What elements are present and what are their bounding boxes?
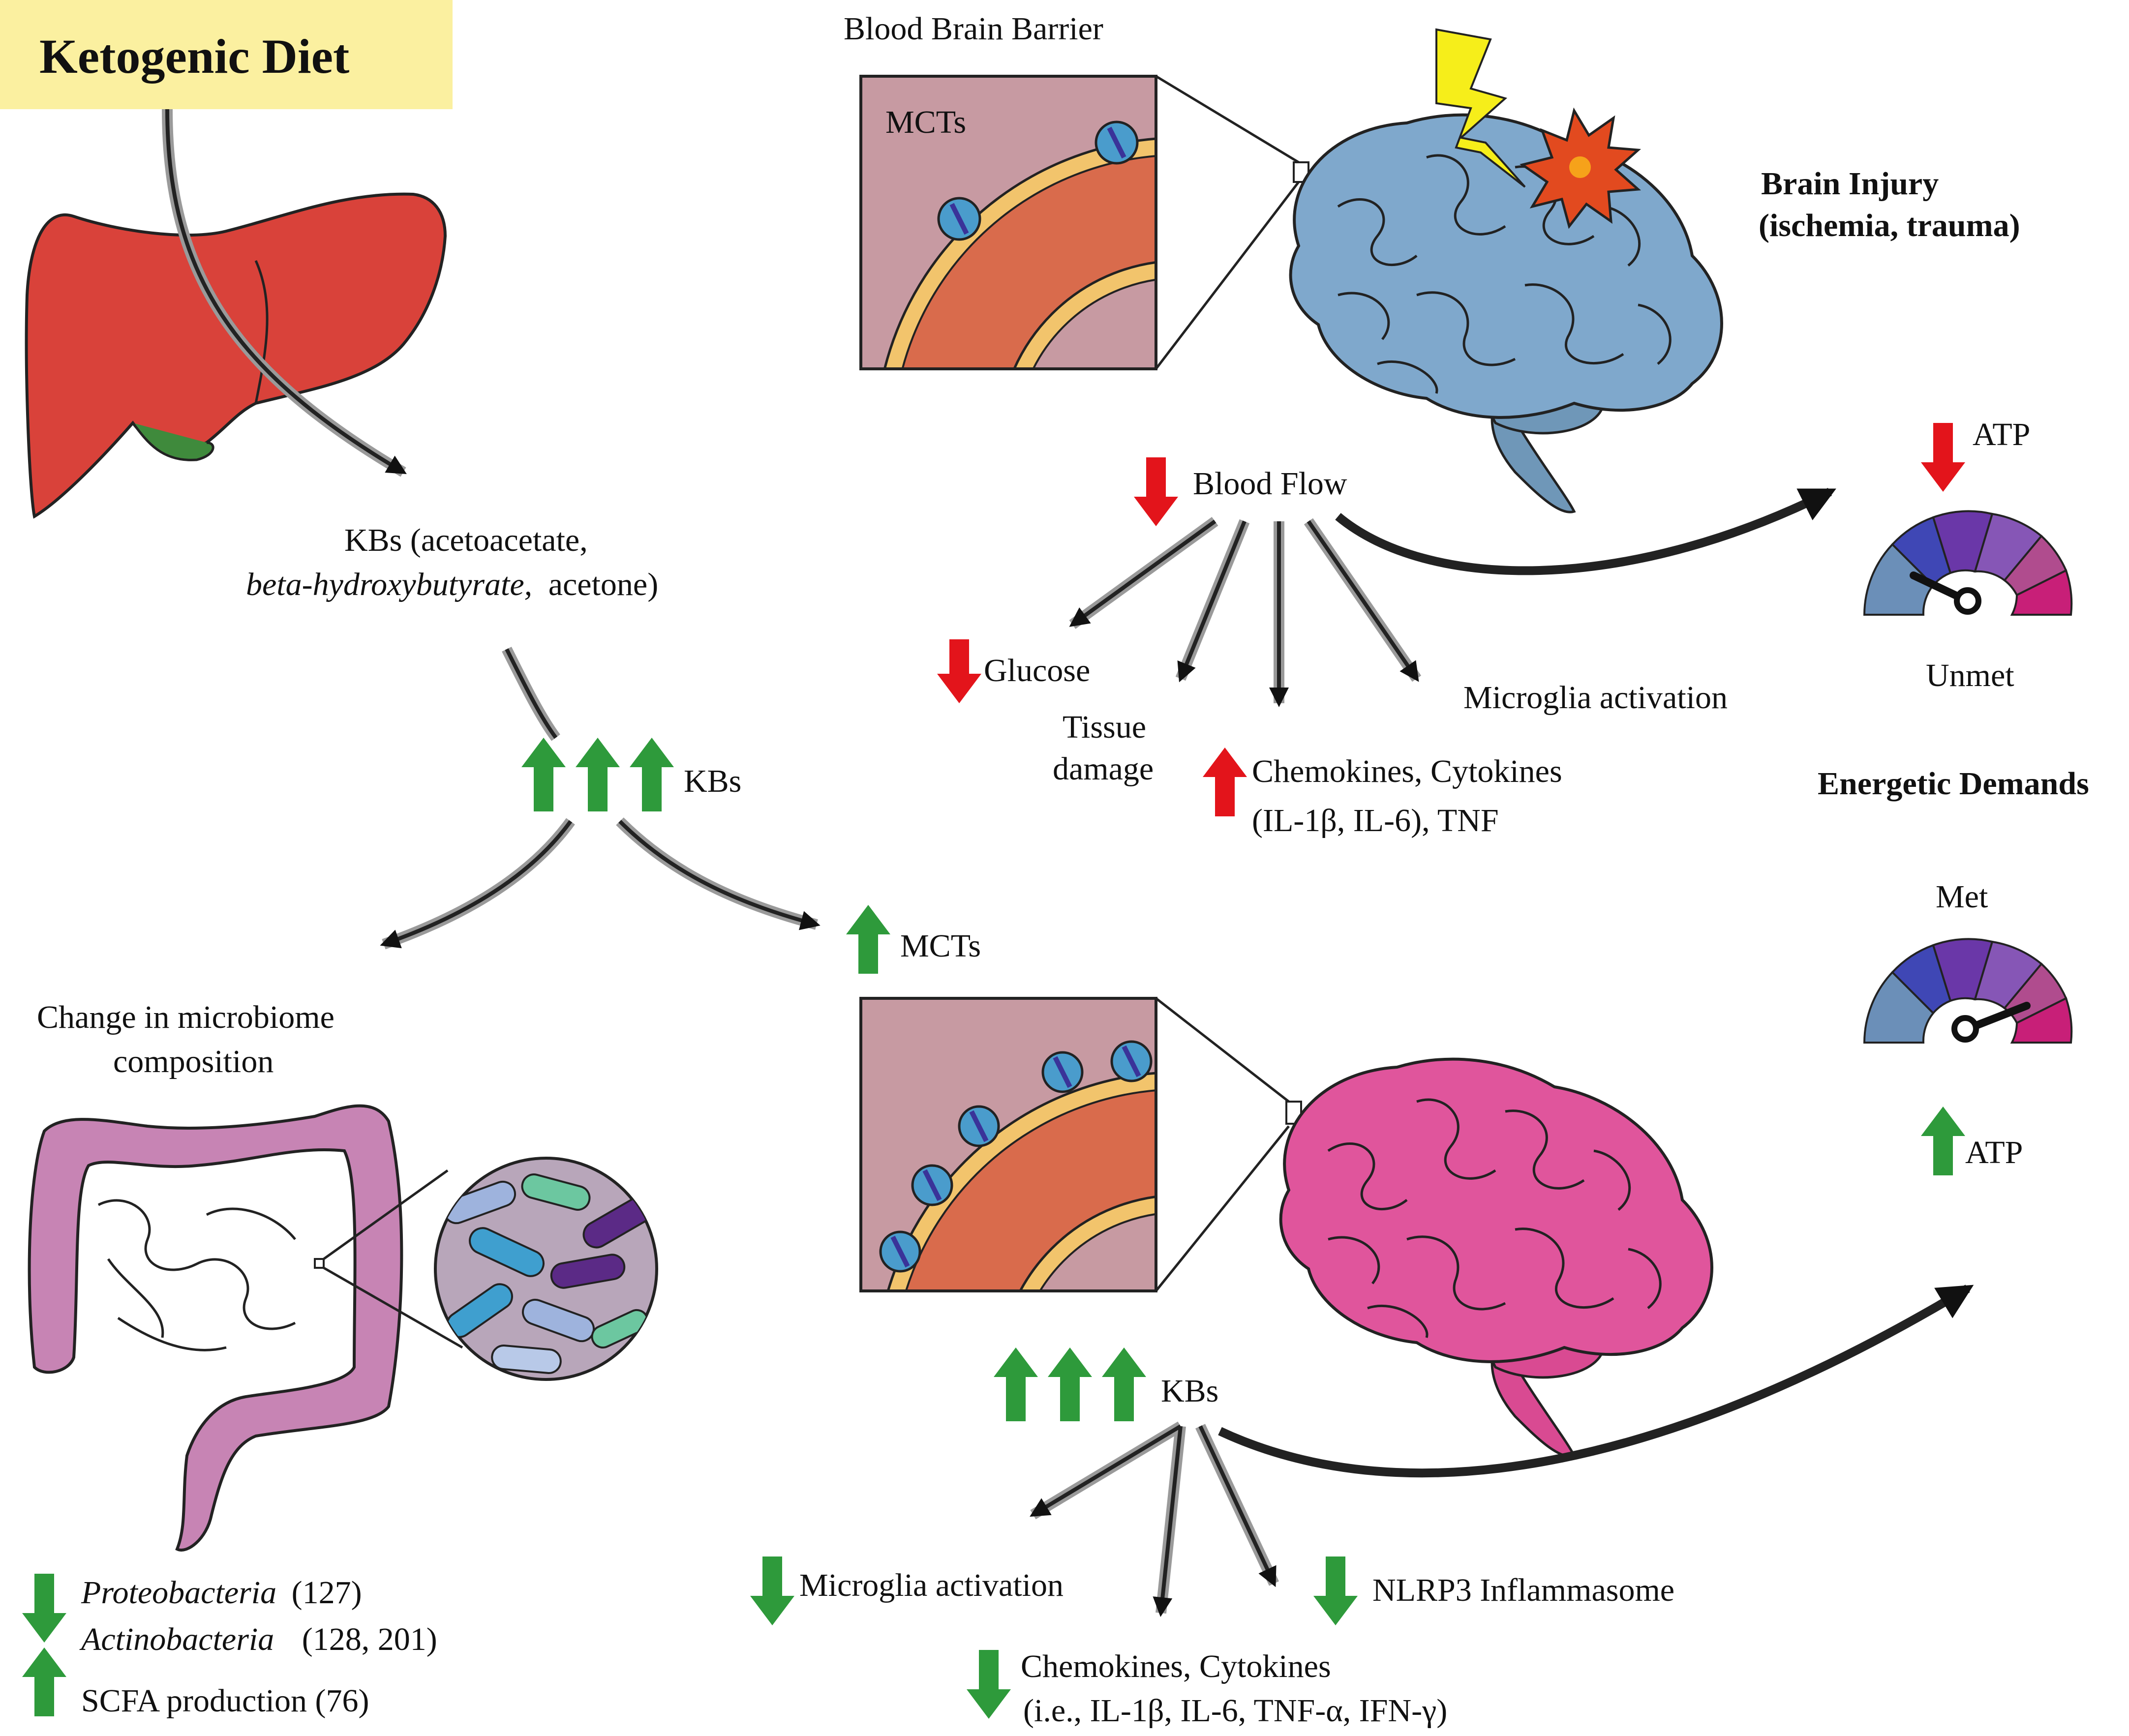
- tissue-damage-label-1: Tissue: [1063, 709, 1146, 745]
- title-background: [0, 0, 453, 109]
- gauge-icon-unmet: [1863, 510, 2073, 616]
- chemokines-bottom-1: Chemokines, Cytokines: [1021, 1648, 1331, 1684]
- to-atp-met-arrow: [1218, 1285, 1974, 1478]
- chemokines-up-arrow: [1203, 748, 1247, 816]
- kbs-bhb: beta-hydroxybutyrate,: [246, 567, 532, 602]
- atp-top-label: ATP: [1973, 417, 2030, 452]
- bacteria-icon: [434, 1157, 658, 1381]
- to-microglia-arrow: [1307, 520, 1419, 682]
- to-chemokines-bottom-arrow: [1153, 1426, 1183, 1617]
- to-mcts-arrow: [618, 820, 821, 930]
- intestine-zoom-box: [314, 1258, 325, 1269]
- microglia-bottom-down-arrow: [750, 1556, 794, 1625]
- vessel-icon-bottom: [859, 997, 1157, 1292]
- chemokines-bottom-down-arrow: [967, 1650, 1011, 1719]
- brain-injured-icon: [1289, 113, 1723, 513]
- actino-name: Actinobacteria: [79, 1621, 274, 1657]
- microbiome-title-2: composition: [113, 1044, 274, 1079]
- liver-icon: [25, 192, 447, 519]
- bbb-title: Blood Brain Barrier: [844, 11, 1103, 47]
- to-microglia-bottom-arrow: [1030, 1424, 1182, 1517]
- proteo-ref: (127): [292, 1575, 362, 1611]
- to-mcts-outline: [616, 817, 818, 930]
- scfa-up-arrow: [22, 1647, 66, 1716]
- proteo-line: Proteobacteria (127): [81, 1575, 362, 1611]
- proteo-down-arrow: [22, 1574, 66, 1643]
- chemokines-top-1: Chemokines, Cytokines: [1252, 753, 1562, 789]
- chemokines-top-2: (IL-1β, IL-6), TNF: [1252, 803, 1499, 838]
- brain-healthy-icon: [1279, 1057, 1713, 1458]
- actino-line: Actinobacteria (128, 201): [79, 1621, 437, 1657]
- explosion-icon: [1520, 107, 1642, 229]
- kbs-center-up-arrows: [521, 738, 674, 811]
- to-microbiome-outline: [382, 818, 575, 950]
- kbs-bottom-arrows: [1030, 1421, 1279, 1614]
- atp-bottom-label: ATP: [1965, 1135, 2023, 1170]
- actino-ref: (128, 201): [302, 1621, 437, 1657]
- unmet-label: Unmet: [1926, 658, 2014, 693]
- blood-flow-arrows: [1069, 517, 1422, 703]
- kbs-line1: KBs (acetoacetate,: [344, 522, 588, 558]
- to-microbiome-arrow: [380, 820, 573, 949]
- bbb-zoom-line-bottom-bottom: [1155, 1125, 1290, 1292]
- chemokines-bottom-2: (i.e., IL-1β, IL-6, TNF-α, IFN-γ): [1023, 1693, 1447, 1729]
- nlrp3-label: NLRP3 Inflammasome: [1372, 1572, 1674, 1608]
- bbb-zoom-line-top-bottom: [1155, 997, 1290, 1103]
- title-box: Ketogenic Diet: [0, 0, 453, 109]
- zoom-line-bottom: [323, 1266, 463, 1349]
- kbs-center-label: KBs: [684, 763, 741, 799]
- glucose-label: Glucose: [984, 653, 1090, 688]
- brain-injury-label-1: Brain Injury: [1761, 166, 1939, 202]
- nlrp3-down-arrow: [1313, 1556, 1358, 1625]
- atp-top-down-arrow: [1921, 423, 1965, 492]
- kbs-acetone: acetone): [548, 567, 659, 602]
- blood-flow-label: Blood Flow: [1193, 466, 1347, 502]
- mcts-label-top: MCTs: [885, 104, 966, 140]
- blood-flow-down-arrow: [1134, 457, 1178, 526]
- scfa-label: SCFA production (76): [81, 1683, 369, 1719]
- met-label: Met: [1936, 879, 1988, 915]
- page-title: Ketogenic Diet: [39, 29, 349, 84]
- liver-to-kbs-arrow: [165, 109, 407, 475]
- vessel-icon-top: [859, 75, 1157, 370]
- atp-bottom-up-arrow: [1921, 1107, 1965, 1175]
- to-atp-unmet-arrow: [1335, 487, 1836, 575]
- bbb-zoom-line-bottom: [1155, 181, 1300, 370]
- tissue-damage-label-2: damage: [1053, 751, 1154, 787]
- to-kbs-center-arrow: [505, 648, 558, 739]
- microbiome-title-1: Change in microbiome: [37, 999, 335, 1035]
- bbb-zoom-line-top: [1155, 75, 1300, 164]
- microglia-label-top: Microglia activation: [1463, 680, 1728, 716]
- mcts-up-arrow: [846, 905, 890, 974]
- gauge-icon-met: [1863, 938, 2073, 1044]
- intestine-icon: [28, 1104, 403, 1552]
- kbs-line2: beta-hydroxybutyrate, acetone): [246, 567, 658, 602]
- to-glucose-arrow: [1069, 519, 1217, 627]
- to-tissue-damage-arrow: [1177, 520, 1247, 683]
- kbs-bottom-arrows-inner: [1030, 1424, 1277, 1617]
- glucose-down-arrow: [937, 639, 981, 703]
- lightning-icon: [1435, 28, 1526, 188]
- microglia-bottom-label: Microglia activation: [799, 1567, 1064, 1603]
- kbs-bottom-label: KBs: [1161, 1373, 1218, 1409]
- brain-injury-label-2: (ischemia, trauma): [1759, 208, 2020, 243]
- to-nlrp3-arrow: [1198, 1425, 1277, 1587]
- proteo-name: Proteobacteria: [81, 1575, 276, 1611]
- zoom-line-top: [323, 1169, 449, 1260]
- blood-flow-arrows-inner: [1069, 519, 1419, 707]
- kbs-bottom-up-arrows: [994, 1347, 1146, 1421]
- mcts-up-label: MCTs: [900, 928, 981, 964]
- energetic-demands-label: Energetic Demands: [1818, 766, 2089, 802]
